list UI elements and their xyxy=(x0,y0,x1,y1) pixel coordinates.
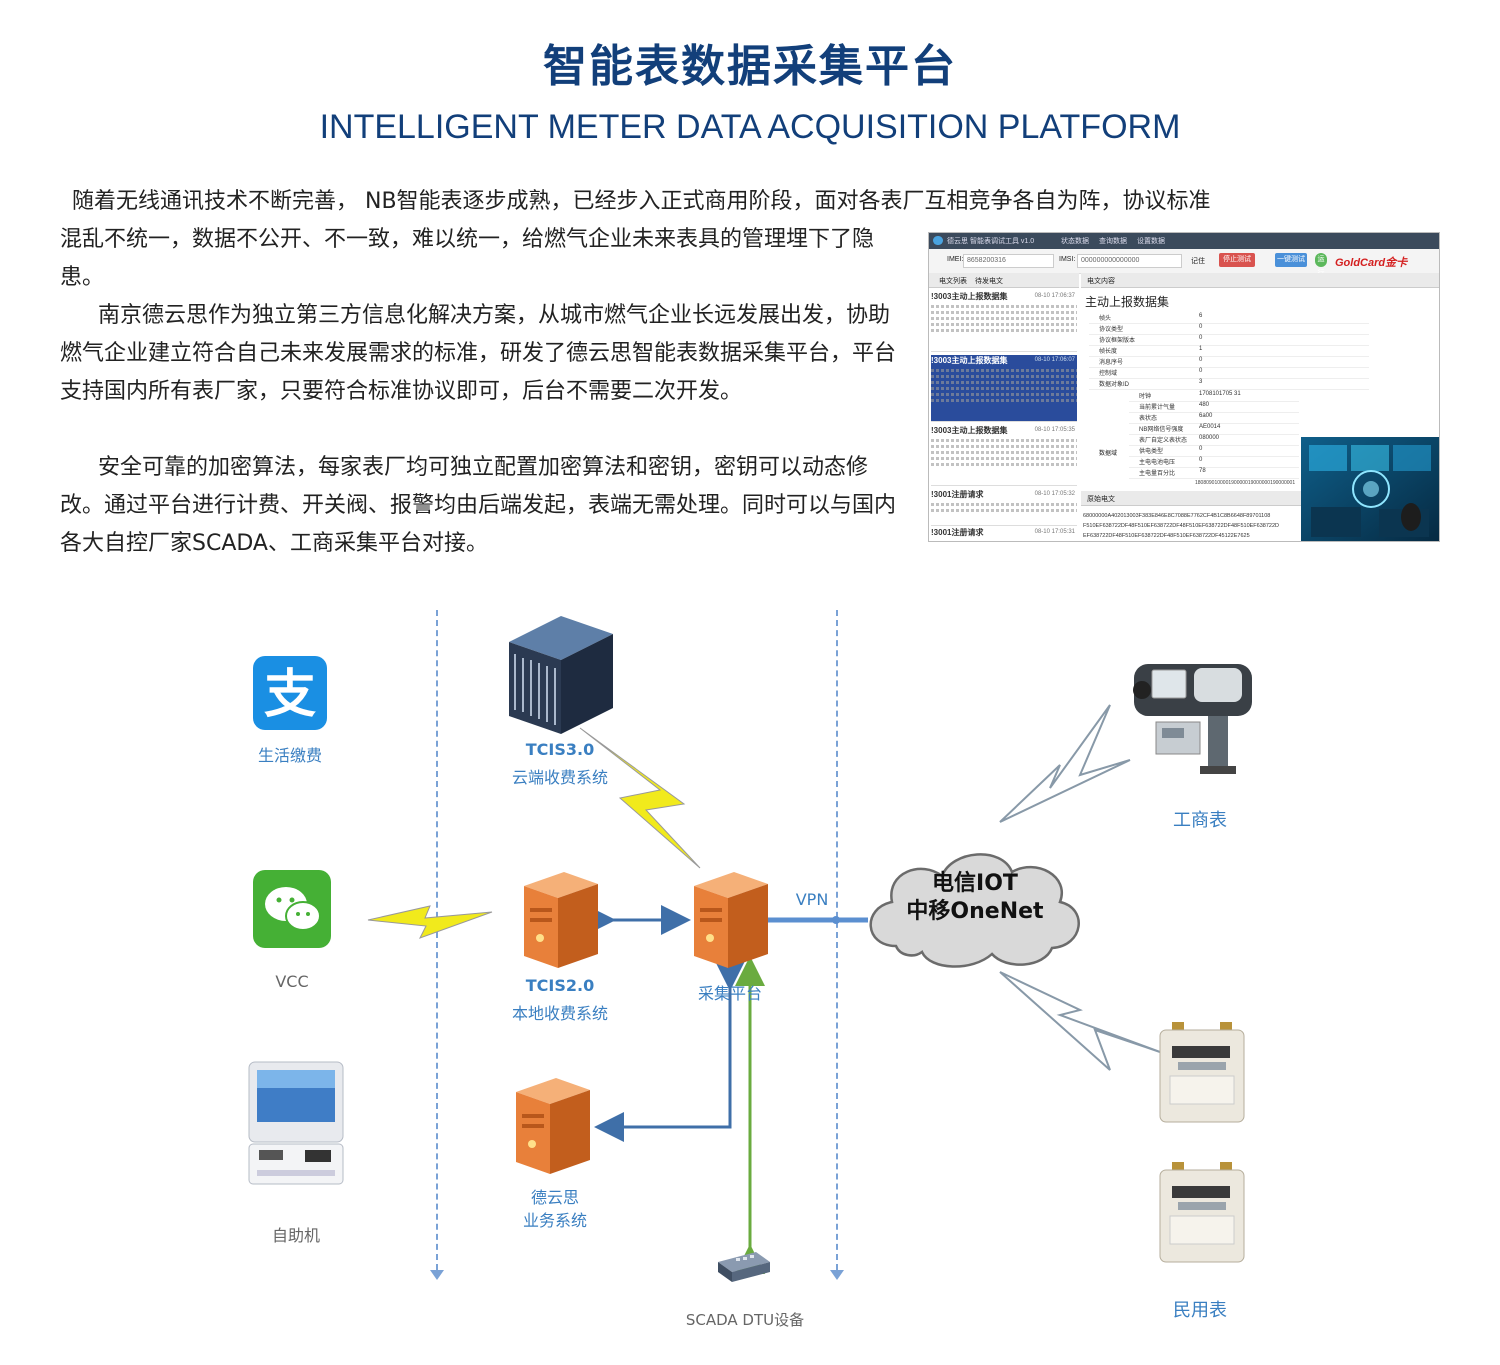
cloud-line2: 中移OneNet xyxy=(906,899,1044,924)
imei-field[interactable]: 8658200316 xyxy=(963,254,1054,268)
message-title: !3003主动上报数据集 xyxy=(931,292,1008,301)
stop-test-button[interactable]: 停止测试 xyxy=(1219,253,1255,267)
message-time: 08-10 17:06:07 xyxy=(1034,357,1075,363)
deyunsi-line1: 德云思 xyxy=(530,1188,579,1207)
control-room-photo xyxy=(1301,437,1439,541)
hex-line: 180809010000190000019000000190000001 xyxy=(1195,480,1296,486)
goldcard-logo: GoldCard金卡 xyxy=(1335,257,1408,269)
message-time: 08-10 17:06:37 xyxy=(1034,293,1075,299)
cloud-line1: 电信IOT xyxy=(932,871,1018,896)
alipay-icon[interactable]: 支 xyxy=(253,656,327,730)
message-list-tabs: 电文列表 待发电文 xyxy=(929,273,1079,288)
residential-meter-icon[interactable] xyxy=(1156,1020,1248,1124)
intro-paragraph-rest: 混乱不统一，数据不公开、不一致，难以统一，给燃气企业未来表具的管理埋下了隐患。 xyxy=(60,227,875,290)
list-item[interactable]: !3001注册请求 08-10 17:05:31 xyxy=(931,527,1077,541)
kiosk-label: 自助机 xyxy=(271,1226,320,1245)
app-screenshot: 德云思 智能表调试工具 v1.0 状态数据 查询数据 设置数据 IMEI: 86… xyxy=(928,232,1440,542)
message-title: !3003主动上报数据集 xyxy=(931,426,1008,435)
detail-title: 主动上报数据集 xyxy=(1085,295,1170,309)
imei-label: IMEI: xyxy=(947,256,964,263)
imsi-field[interactable]: 000000000000000 xyxy=(1077,254,1182,268)
data-domain-label: 数据域 xyxy=(1099,451,1118,457)
dtu-device-icon[interactable] xyxy=(716,1250,772,1284)
content-tab-bar: 电文内容 xyxy=(1081,273,1439,288)
app-title: 德云思 智能表调试工具 v1.0 xyxy=(947,238,1035,245)
tcis3-name: TCIS3.0 xyxy=(525,740,595,759)
app-toolbar: IMEI: 8658200316 IMSI: 000000000000000 记… xyxy=(929,249,1439,277)
imsi-label: IMSI: xyxy=(1059,256,1076,263)
tab-message-list[interactable]: 电文列表 xyxy=(939,278,967,285)
arrow-down-icon xyxy=(830,1270,844,1280)
residential-meter-icon[interactable] xyxy=(1156,1160,1248,1264)
connections xyxy=(367,704,1161,1274)
deyunsi-line2: 业务系统 xyxy=(522,1211,587,1230)
cloud-server-icon[interactable] xyxy=(505,612,615,738)
iot-cloud-icon[interactable] xyxy=(856,836,1092,976)
arrow-down-icon xyxy=(430,1270,444,1280)
menu-settings[interactable]: 设置数据 xyxy=(1137,238,1165,245)
remember-checkbox[interactable]: 记住 xyxy=(1191,258,1205,265)
collector-label: 采集平台 xyxy=(697,984,762,1003)
local-server-icon[interactable] xyxy=(520,868,602,972)
tcis2-name: TCIS2.0 xyxy=(525,976,595,995)
business-server-icon[interactable] xyxy=(512,1074,594,1178)
security-paragraph: 安全可靠的加密算法，每家表厂均可独立配置加密算法和密钥，密钥可以动态修改。通过平… xyxy=(60,455,897,556)
page-title: 智能表数据采集平台 xyxy=(543,41,957,92)
wechat-icon[interactable] xyxy=(253,870,331,948)
list-item[interactable]: !3001注册请求 08-10 17:05:32 xyxy=(931,489,1077,526)
message-time: 08-10 17:05:31 xyxy=(1034,529,1075,535)
menu-status[interactable]: 状态数据 xyxy=(1061,238,1089,245)
page-subtitle: INTELLIGENT METER DATA ACQUISITION PLATF… xyxy=(319,108,1181,146)
raw-message-content: 68000000A402013003F383E846E8C7088E7762CF… xyxy=(1083,513,1279,539)
intro-paragraph-line1: 随着无线通讯技术不断完善， NB智能表逐步成熟，已经步入正式商用阶段，面对各表厂… xyxy=(72,189,1211,214)
divider-right xyxy=(836,610,838,1270)
list-item[interactable]: !3003主动上报数据集 08-10 17:06:37 xyxy=(931,291,1077,352)
app-titlebar: 德云思 智能表调试工具 v1.0 状态数据 查询数据 设置数据 xyxy=(929,233,1439,249)
message-time: 08-10 17:05:35 xyxy=(1034,427,1075,433)
divider-left xyxy=(436,610,438,1270)
vcc-label: VCC xyxy=(275,972,309,991)
list-item[interactable]: !3003主动上报数据集 08-10 17:05:35 xyxy=(931,425,1077,486)
tab-pending-messages[interactable]: 待发电文 xyxy=(975,278,1003,285)
menu-query[interactable]: 查询数据 xyxy=(1099,238,1127,245)
message-title: !3003主动上报数据集 xyxy=(931,356,1008,365)
vpn-label: VPN xyxy=(795,890,829,909)
message-title: !3001注册请求 xyxy=(931,528,984,537)
residential-meter-label: 民用表 xyxy=(1173,1300,1227,1321)
tcis2-sub: 本地收费系统 xyxy=(511,1004,608,1023)
app-logo-icon xyxy=(933,236,943,245)
kiosk-icon[interactable] xyxy=(245,1060,347,1188)
raw-message-label: 原始电文 xyxy=(1087,496,1115,503)
tab-message-content[interactable]: 电文内容 xyxy=(1087,278,1115,285)
commercial-meter-label: 工商表 xyxy=(1173,810,1227,831)
tcis3-sub: 云端收费系统 xyxy=(511,768,608,787)
company-paragraph: 南京德云思作为独立第三方信息化解决方案，从城市燃气企业长远发展出发，协助燃气企业… xyxy=(60,303,897,404)
scada-label: SCADA DTU设备 xyxy=(685,1311,805,1329)
svg-text:支: 支 xyxy=(264,665,316,725)
message-title: !3001注册请求 xyxy=(931,490,984,499)
message-time: 08-10 17:05:32 xyxy=(1034,491,1075,497)
run-indicator[interactable]: 运行 xyxy=(1315,253,1327,277)
iot-cloud-label: 电信IOT 中移OneNet xyxy=(880,870,1070,926)
one-click-test-button[interactable]: 一键测试 xyxy=(1275,253,1307,267)
list-item-selected[interactable]: !3003主动上报数据集 08-10 17:06:07 xyxy=(931,355,1077,422)
commercial-meter-icon[interactable] xyxy=(1128,656,1258,776)
alipay-label: 生活缴费 xyxy=(257,746,322,765)
collector-server-icon[interactable] xyxy=(690,868,772,972)
